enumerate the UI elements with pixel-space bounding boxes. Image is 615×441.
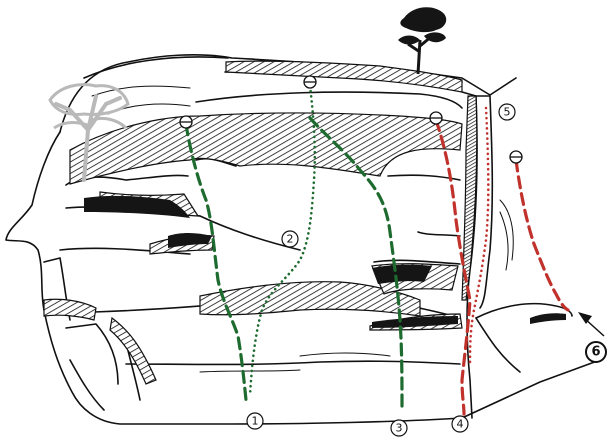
route-label-3-text: 3 (396, 422, 403, 435)
route-label-4-text: 4 (457, 418, 464, 431)
arrow-icon (578, 312, 604, 336)
route-label-3: 3 (391, 420, 407, 436)
route-label-6-text: 6 (591, 345, 600, 360)
route-label-4: 4 (452, 416, 468, 432)
anchor-icon (180, 116, 192, 128)
route-label-6: 6 (586, 342, 606, 362)
route-label-1: 1 (247, 413, 263, 429)
route-label-5: 5 (499, 104, 515, 120)
hatched-bands (44, 61, 477, 384)
route-label-2: 2 (282, 231, 298, 247)
anchor-icon (304, 76, 316, 88)
route-label-2-text: 2 (287, 233, 294, 246)
route-label-5-text: 5 (504, 106, 511, 119)
route-label-1-text: 1 (252, 415, 259, 428)
route-line-6 (516, 160, 568, 310)
tree-icon (398, 7, 446, 74)
anchor-icon (430, 112, 442, 124)
anchor-icon (510, 151, 522, 163)
